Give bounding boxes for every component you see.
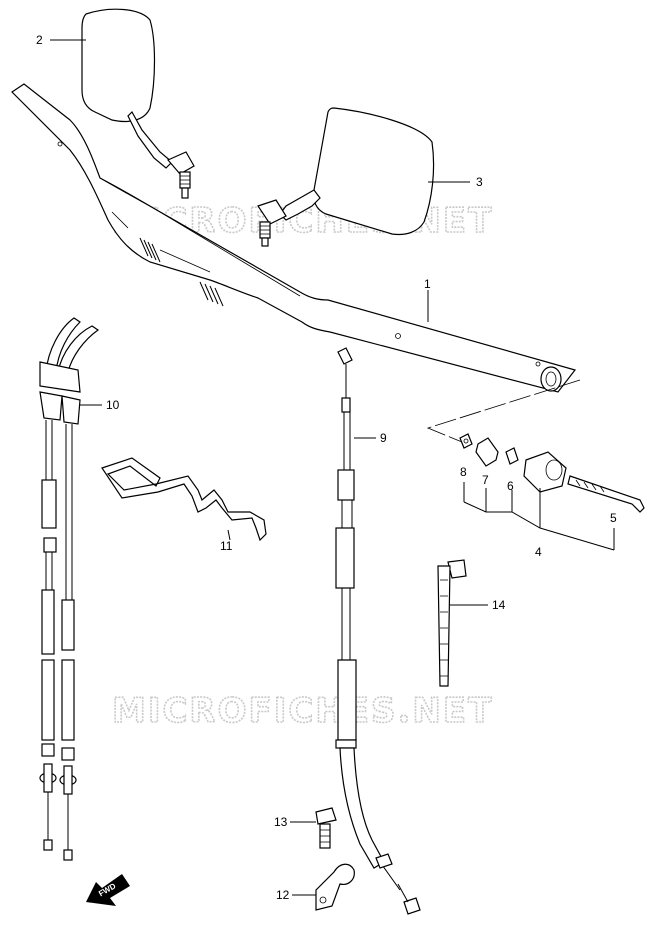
callout-cable-guide: 11 (220, 539, 233, 553)
callout-throttle-cable: 10 (106, 398, 120, 412)
clutch-cable[interactable] (335, 347, 421, 915)
callout-cable-tie: 14 (492, 598, 506, 612)
watermark-bottom: MICROFICHES.NET (112, 691, 493, 731)
callout-mirror-right: 3 (476, 175, 483, 189)
cable-guide[interactable] (101, 457, 267, 542)
throttle-cables[interactable] (39, 317, 100, 861)
handlebar-grip-bands (139, 237, 224, 307)
callout-clamp: 12 (276, 888, 290, 902)
callout-mirror-left: 2 (36, 33, 43, 47)
clamp[interactable] (315, 863, 355, 911)
bolt[interactable] (315, 807, 337, 849)
callout-washer-small: 8 (460, 465, 467, 479)
callout-washer: 6 (507, 479, 514, 493)
balancer-weight[interactable] (523, 451, 567, 493)
balancer-callout-lines (463, 482, 615, 551)
callout-screw: 5 (610, 511, 617, 525)
balancer-set[interactable] (459, 433, 645, 513)
fwd-arrow-icon: FWD (86, 874, 130, 906)
callout-spacer: 7 (482, 473, 489, 487)
washer[interactable] (505, 447, 519, 465)
callout-clutch-cable: 9 (380, 431, 387, 445)
callout-bolt: 13 (274, 815, 288, 829)
leader-lines (50, 39, 488, 896)
spacer[interactable] (475, 437, 499, 467)
callout-handlebar: 1 (424, 277, 431, 291)
screw[interactable] (567, 475, 645, 513)
callout-balancer-set: 4 (535, 545, 542, 559)
mirror-right[interactable] (257, 107, 435, 247)
handlebar[interactable] (11, 83, 577, 393)
handlebar-end-guide (426, 379, 581, 443)
cable-tie[interactable] (437, 559, 467, 687)
mirror-left[interactable] (81, 8, 195, 199)
washer-small[interactable] (459, 433, 473, 449)
